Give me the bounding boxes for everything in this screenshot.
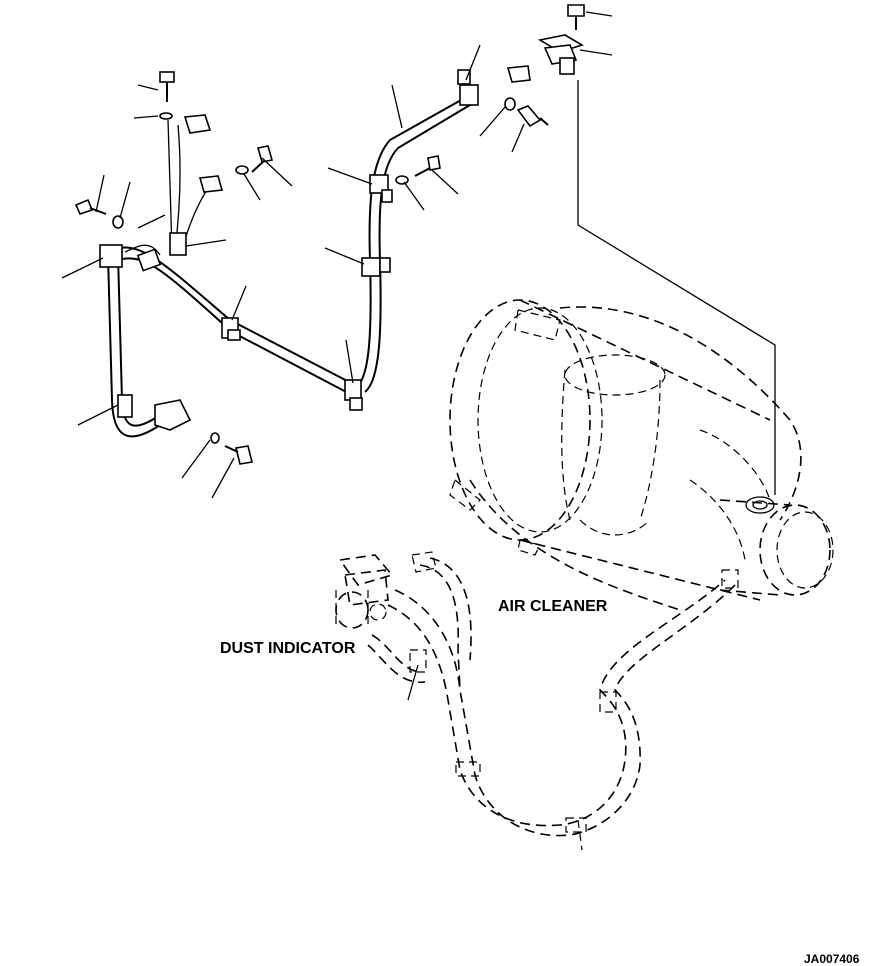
air-cleaner bbox=[449, 299, 834, 611]
drawing-number: JA007406 bbox=[804, 952, 860, 966]
callout-lines bbox=[61, 11, 613, 701]
dust-indicator bbox=[335, 554, 394, 629]
upper-harness bbox=[107, 94, 476, 438]
reference-leader-line bbox=[577, 80, 776, 495]
air-cleaner-label: AIR CLEANER bbox=[498, 598, 608, 615]
harness-connectors bbox=[183, 65, 531, 193]
indicator-switch-top bbox=[537, 4, 585, 75]
dust-indicator-label: DUST INDICATOR bbox=[220, 640, 356, 657]
bolts-and-washers bbox=[74, 71, 549, 465]
lower-harness bbox=[367, 551, 739, 851]
harness-clamps bbox=[99, 69, 479, 431]
